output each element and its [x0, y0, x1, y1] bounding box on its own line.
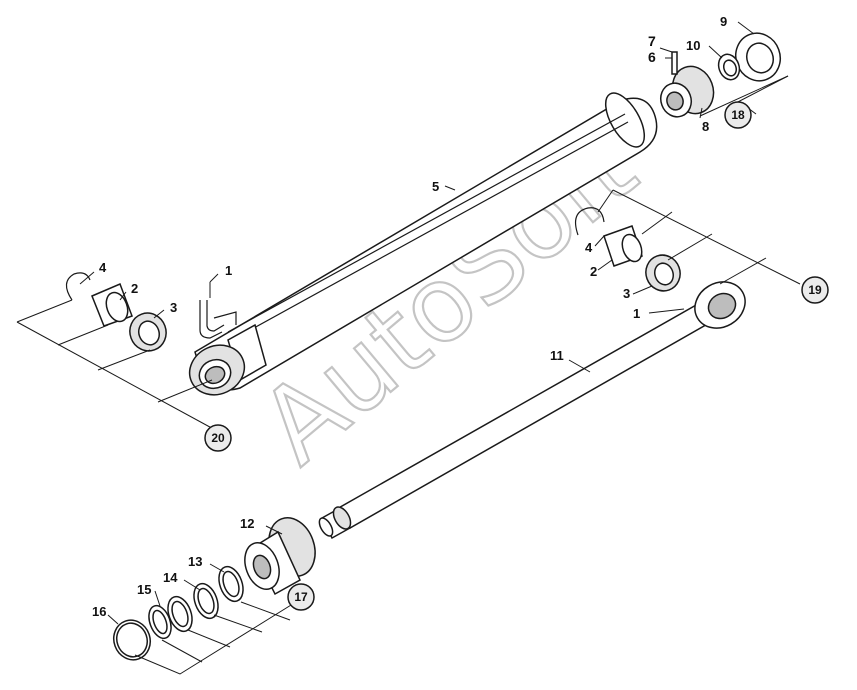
callout-7: 7: [648, 33, 656, 49]
callout-5: 5: [432, 179, 439, 194]
cylinder-barrel: [188, 92, 658, 396]
group-badge-17: 17: [287, 583, 315, 611]
callout-12: 12: [240, 516, 254, 531]
callout-3-base: 3: [170, 300, 177, 315]
callout-10: 10: [686, 38, 700, 53]
base-bushing-set: [65, 272, 167, 352]
piston-rod: [318, 281, 746, 540]
group-badge-20: 20: [204, 424, 232, 452]
head-parts: [660, 32, 781, 118]
callout-2-base: 2: [131, 281, 138, 296]
piston-seal-set: [113, 517, 316, 661]
callout-1-base: 1: [225, 263, 232, 278]
callout-14: 14: [163, 570, 178, 585]
group-lines: [16, 75, 801, 675]
group-19-label: 19: [808, 283, 822, 297]
group-badges: 17 18 19 20: [204, 101, 829, 611]
callout-6: 6: [648, 49, 656, 65]
group-18-label: 18: [731, 108, 745, 122]
group-17-label: 17: [294, 590, 308, 604]
group-badge-19: 19: [801, 276, 829, 304]
callout-4-rod: 4: [585, 240, 593, 255]
callout-2-rod: 2: [590, 264, 597, 279]
group-badge-18: 18: [724, 101, 752, 129]
callout-labels: 1 2 3 4 5 6 7 8 9 10 11 12 13 14 15 16 1…: [92, 14, 727, 619]
callout-11: 11: [550, 348, 564, 363]
callout-9: 9: [720, 14, 727, 29]
leader-lines: [79, 21, 755, 625]
callout-15: 15: [137, 582, 151, 597]
callout-16: 16: [92, 604, 106, 619]
rod-eye-bushing-set: [575, 207, 681, 292]
callout-1-rod: 1: [633, 306, 640, 321]
callout-3-rod: 3: [623, 286, 630, 301]
callout-4-base: 4: [99, 260, 107, 275]
callout-8: 8: [702, 119, 709, 134]
callout-13: 13: [188, 554, 202, 569]
group-20-label: 20: [211, 431, 225, 445]
